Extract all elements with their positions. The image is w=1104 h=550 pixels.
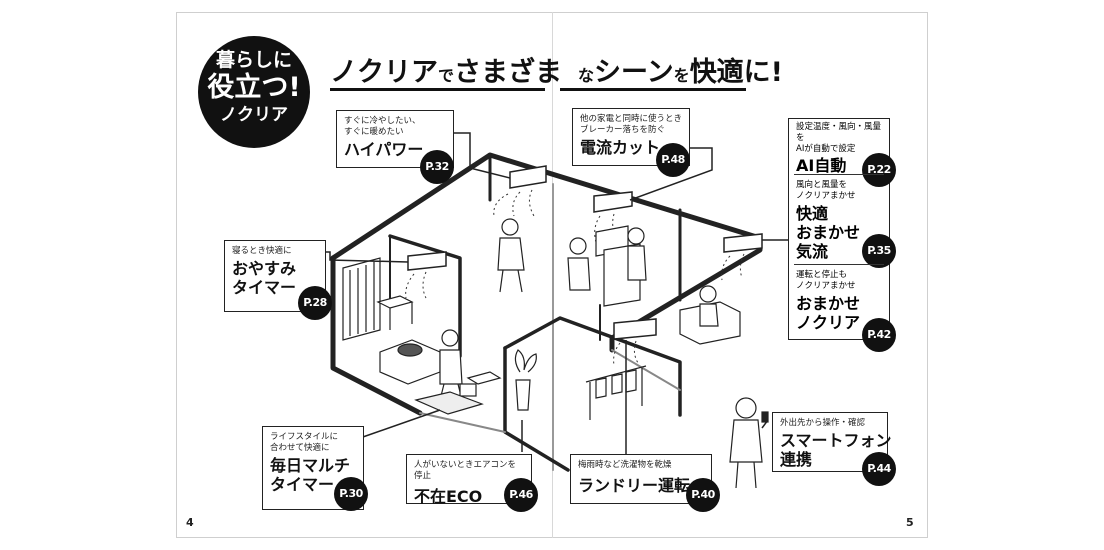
person-smartphone (735, 397, 757, 419)
partition-laundry (503, 316, 682, 417)
headline-part2: で (438, 66, 455, 85)
headline-rule-right (560, 88, 746, 91)
callout-sub: ノクリアまかせ (796, 281, 856, 291)
callout-feature-name: おまかせ (796, 294, 861, 313)
callout-sub: すぐに暖めたい (344, 127, 404, 137)
callout-sub: 寝るとき快適に (232, 246, 292, 256)
callout-comfort-airflow: 風向と風量を ノクリアまかせ 快適 おまかせ 気流 (796, 180, 886, 261)
badge-line3: ノクリア (220, 105, 288, 125)
page-ref-laundry[interactable]: P.40 (686, 478, 720, 512)
callout-feature-name: ハイパワー (344, 140, 424, 159)
headline-part3: さまざま (454, 57, 563, 88)
badge-line1: 暮らしに (215, 49, 292, 71)
callout-sub: 合わせて快適に (270, 443, 330, 453)
callout-sub: 梅雨時など洗濯物を乾燥 (578, 460, 672, 470)
callout-sub: 運転と停止も (796, 270, 848, 280)
outer-wall-left (330, 255, 423, 416)
callout-sub: ブレーカー落ちを防ぐ (580, 125, 666, 135)
page-ref-comfort-airflow[interactable]: P.35 (862, 234, 896, 268)
page-ref-ai-auto[interactable]: P.22 (862, 153, 896, 187)
page-number-left: 4 (186, 516, 194, 529)
air-conditioner-units (407, 165, 763, 340)
page-number-right: 5 (906, 516, 914, 529)
divider (794, 174, 884, 175)
headline-part7: 快適に! (689, 57, 784, 88)
headline-rule-left (330, 88, 545, 91)
headline-left: ノクリアでさまざま (330, 56, 562, 93)
callout-feature-name: 不在ECO (414, 487, 483, 506)
callout-omakase-nocria: 運転と停止も ノクリアまかせ おまかせ ノクリア (796, 270, 886, 332)
callout-sub: 風向と風量を (796, 180, 848, 190)
divider (794, 264, 884, 265)
page-ref-daily-multi-timer[interactable]: P.30 (334, 477, 368, 511)
callout-feature-name: 毎日マルチ (270, 456, 351, 475)
callout-feature-name: ノクリア (796, 313, 861, 332)
page-ref-current-cut[interactable]: P.48 (656, 143, 690, 177)
person-living (501, 218, 519, 236)
callout-sub: すぐに冷やしたい、 (344, 116, 421, 126)
headline-part1: ノクリア (330, 57, 438, 88)
callout-feature-name: タイマー (232, 278, 297, 297)
callout-feature-name: スマートフォン (780, 431, 892, 450)
headline-part5: シーン (594, 57, 674, 88)
badge-line2: 役立つ! (207, 72, 301, 103)
callout-sub: 他の家電と同時に使うとき (580, 114, 683, 124)
callout-feature-name: 快適 (796, 204, 829, 223)
callout-laundry: 梅雨時など洗濯物を乾燥 ランドリー運転 (570, 454, 712, 504)
callout-feature-name: ランドリー運転 (578, 476, 691, 495)
page-ref-omakase-nocria[interactable]: P.42 (862, 318, 896, 352)
page-ref-absent-eco[interactable]: P.46 (504, 478, 538, 512)
partition-bedroom (388, 234, 462, 358)
callout-feature-name: おやすみ (232, 259, 297, 278)
callout-feature-name: おまかせ (796, 223, 861, 242)
callout-feature-name: AI自動 (796, 156, 847, 175)
headline-part6: を (673, 66, 690, 85)
callout-feature-name: タイマー (270, 475, 335, 494)
callout-absent-eco: 人がいないときエアコンを停止 不在ECO (406, 454, 532, 506)
callout-ai-auto: 設定温度・風向・風量を AIが自動で設定 AI自動 (796, 122, 886, 177)
callout-feature-name: 連携 (780, 450, 813, 469)
callout-sub: ノクリアまかせ (796, 191, 856, 201)
callout-sub: 外出先から操作・確認 (780, 418, 866, 428)
brand-badge: 暮らしに 役立つ! ノクリア (198, 36, 310, 148)
callout-sub: ライフスタイルに (270, 432, 339, 442)
page-ref-smartphone[interactable]: P.44 (862, 452, 896, 486)
person-walking (441, 329, 459, 347)
callout-sub: 人がいないときエアコンを停止 (414, 460, 517, 481)
callout-sub: AIが自動で設定 (796, 144, 856, 154)
callout-feature-name: 電流カット (580, 138, 661, 157)
page-ref-high-power[interactable]: P.32 (420, 150, 454, 184)
callout-current-cut: 他の家電と同時に使うとき ブレーカー落ちを防ぐ 電流カット (572, 108, 690, 166)
page-ref-sleep-timer[interactable]: P.28 (298, 286, 332, 320)
headline-right: なシーンを快適に! (578, 56, 783, 93)
headline-part4: な (578, 66, 595, 85)
callout-sub: 設定温度・風向・風量を (796, 122, 882, 143)
callout-feature-name: 気流 (796, 242, 829, 261)
